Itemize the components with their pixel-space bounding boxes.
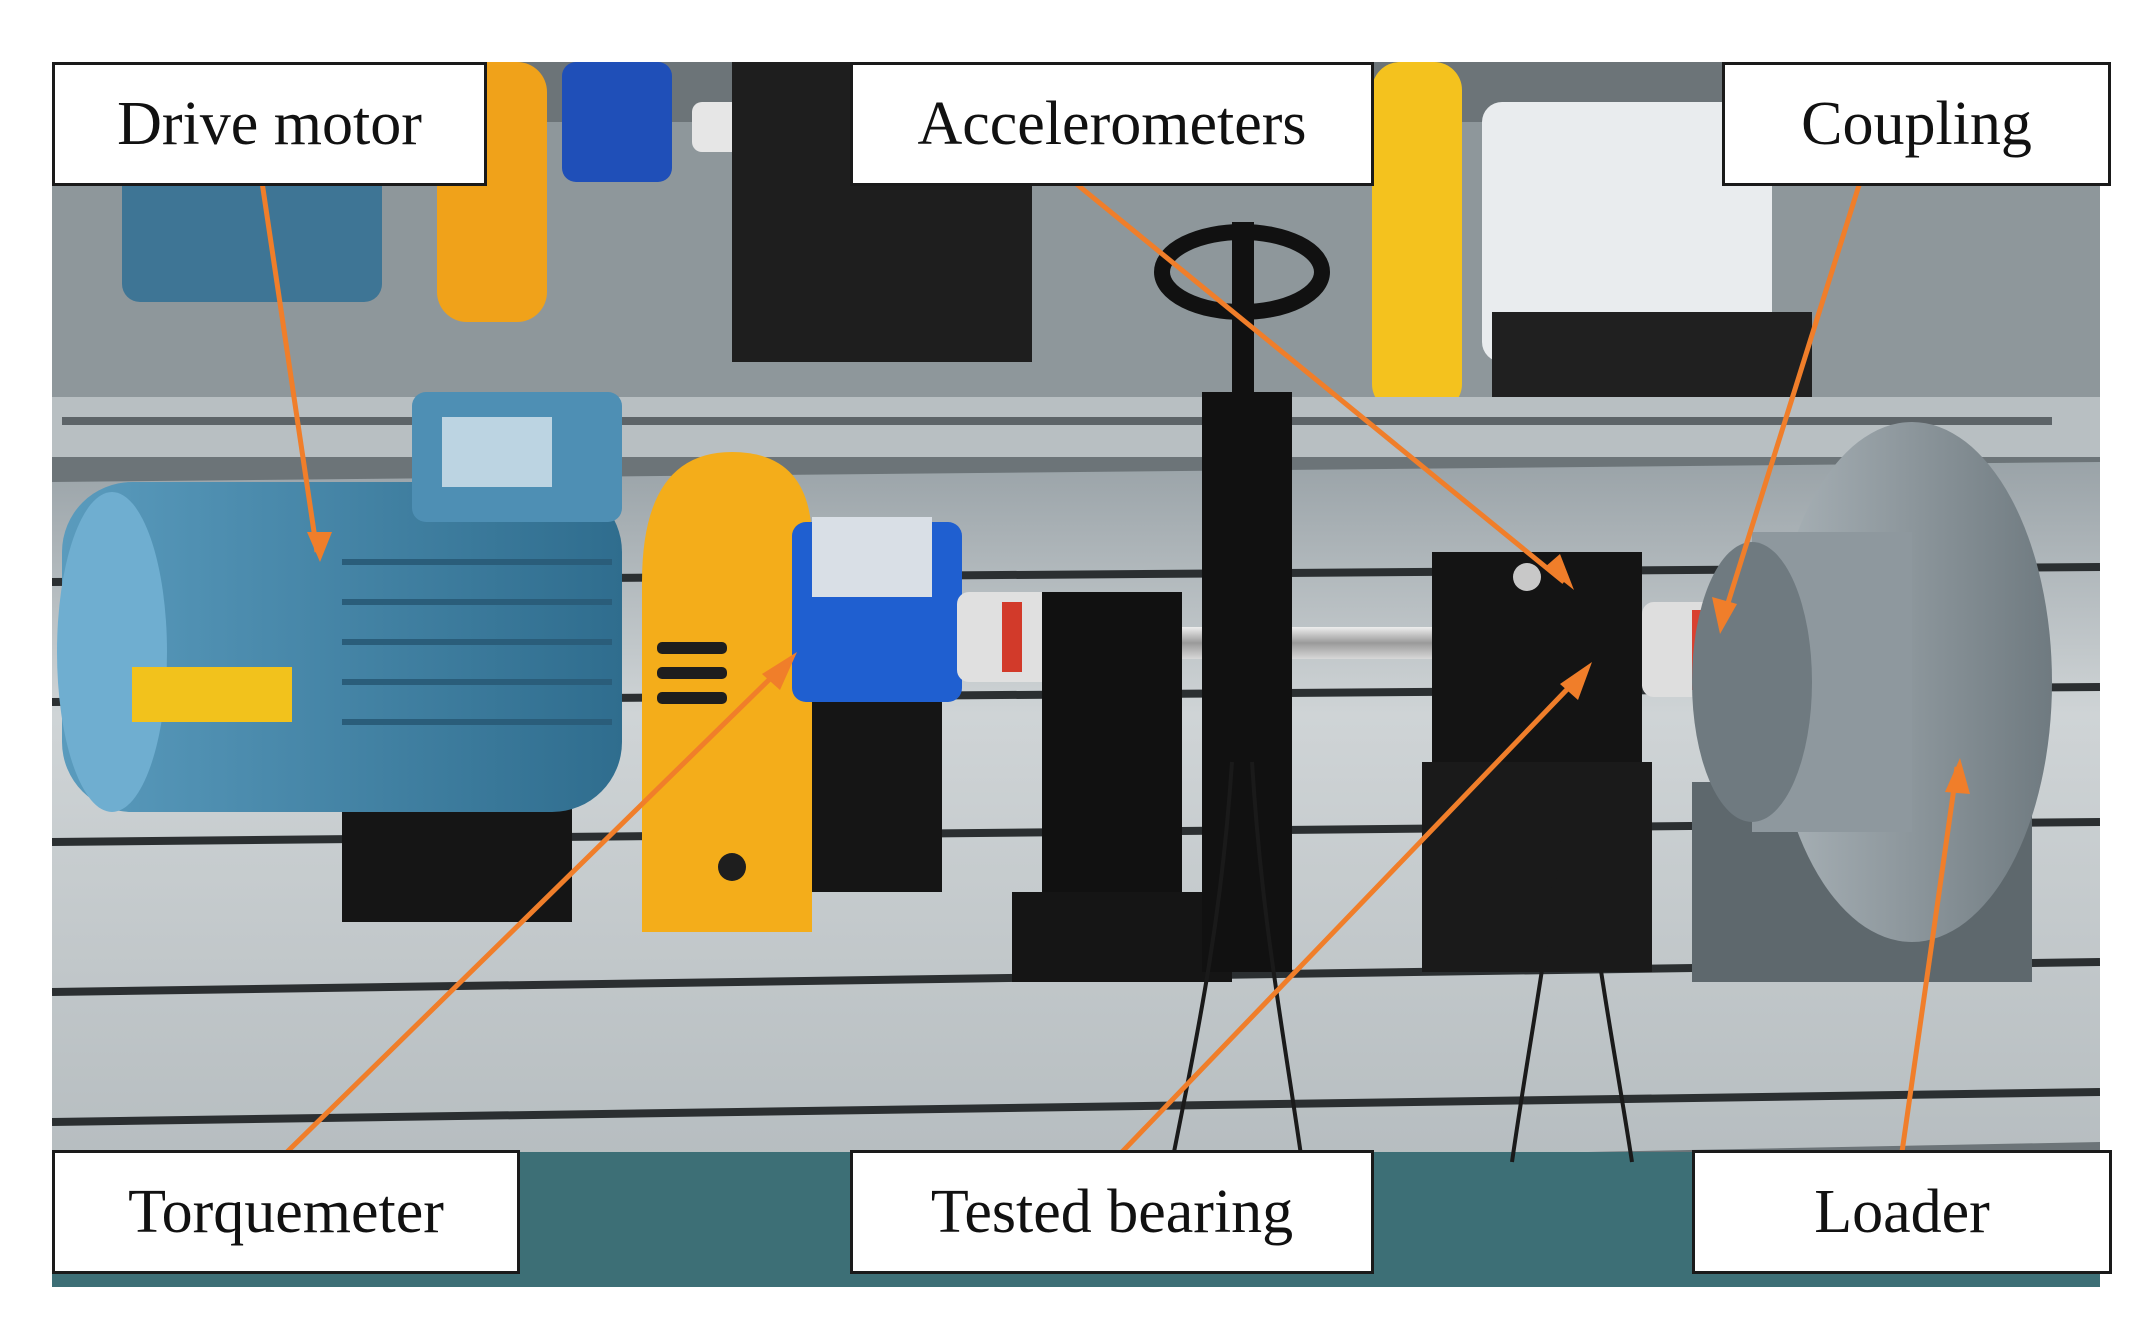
label-coupling: Coupling	[1722, 62, 2111, 186]
label-tested-bearing: Tested bearing	[850, 1150, 1374, 1274]
test-rig-photo	[52, 62, 2100, 1287]
load-column	[1154, 222, 1330, 972]
bearing-housing	[1422, 552, 1652, 972]
label-torquemeter: Torquemeter	[52, 1150, 520, 1274]
torquemeter	[792, 517, 962, 892]
annotation-arrows	[259, 180, 1970, 1154]
vent-rail	[52, 397, 2100, 457]
label-loader: Loader	[1692, 1150, 2112, 1274]
yellow-guard	[642, 452, 812, 932]
left-pedestal	[1012, 592, 1232, 982]
loader	[1692, 422, 2052, 982]
drive-motor	[57, 392, 622, 922]
sensor-cables	[1170, 761, 1634, 1163]
label-drive-motor: Drive motor	[52, 62, 487, 186]
label-accelerometers: Accelerometers	[850, 62, 1374, 186]
